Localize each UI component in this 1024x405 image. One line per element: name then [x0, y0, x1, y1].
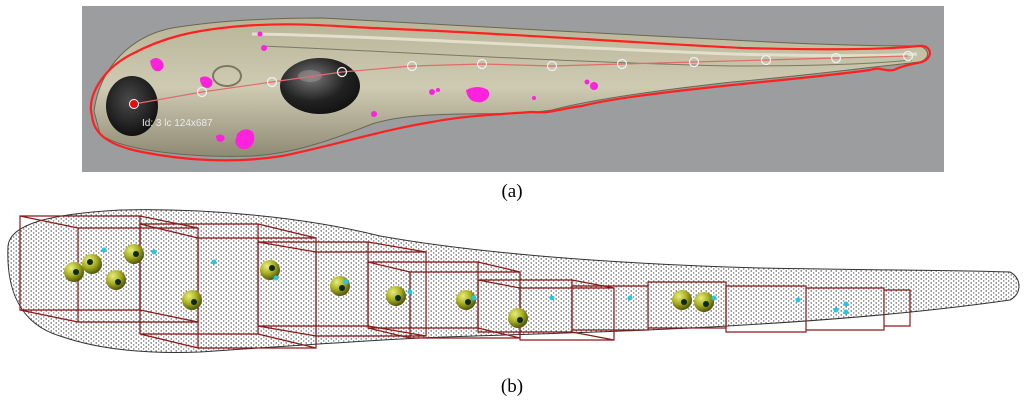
fluorescence-markers [150, 31, 598, 150]
larva-3d-panel [0, 206, 1024, 366]
larva-id-label: Id: 3 lc 124x687 [142, 118, 213, 129]
sphere-cores [73, 251, 709, 323]
tracking-points [196, 50, 914, 98]
segment-boxes [19, 215, 911, 349]
larva-photo-panel: Id: 3 lc 124x687 [82, 6, 944, 172]
tracking-midline [133, 55, 909, 105]
caption-a: (a) [501, 181, 523, 202]
cyan-points [101, 247, 849, 315]
larva-swim-bladder [280, 58, 360, 114]
point-cloud-body [7, 209, 1020, 353]
larva-3d-model [7, 209, 1020, 353]
larva-contour [89, 23, 931, 162]
caption-b: (b) [500, 376, 524, 397]
larva-photo: Id: 3 lc 124x687 [82, 6, 944, 172]
head-point [129, 99, 139, 109]
